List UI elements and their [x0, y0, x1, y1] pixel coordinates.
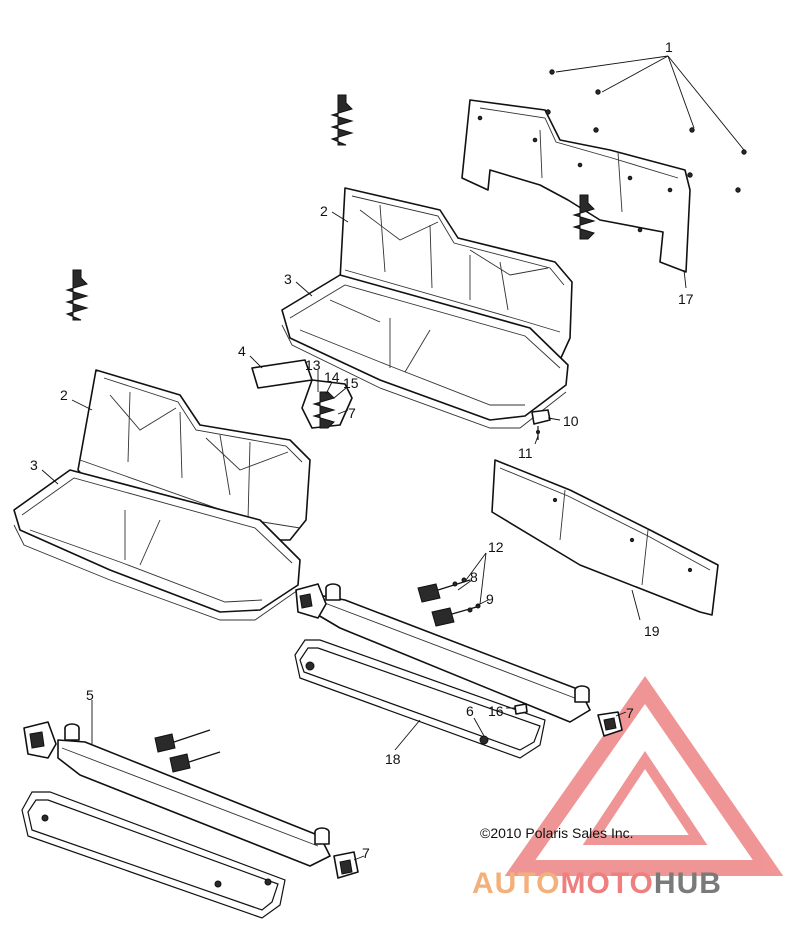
watermark-text: AUTOMOTOHUB: [472, 867, 722, 900]
upper-seat-cushion-3: [281, 274, 569, 429]
callout-9: 9: [486, 591, 494, 607]
watermark-hub: HUB: [654, 867, 722, 900]
callout-10: 10: [563, 413, 579, 429]
callout-15: 15: [343, 375, 359, 391]
springs: [65, 94, 596, 429]
watermark-logo: [504, 676, 784, 876]
spring-rear: [572, 194, 596, 240]
callout-7-lower-latch: 7: [362, 845, 370, 861]
callout-14: 14: [324, 369, 340, 385]
callout-6: 6: [466, 703, 474, 719]
watermark-moto: MOTO: [560, 867, 653, 900]
spring-left: [65, 269, 89, 321]
spring-top: [330, 94, 354, 146]
bushing-16: [514, 703, 528, 715]
callout-5: 5: [86, 687, 94, 703]
callout-19: 19: [644, 623, 660, 639]
screws-1: [545, 69, 747, 193]
callout-11: 11: [518, 445, 533, 461]
back-panel-19: [491, 459, 719, 616]
leader-lines: [41, 55, 745, 861]
callout-13: 13: [305, 357, 321, 373]
callout-18: 18: [385, 751, 401, 767]
callout-16: 16: [488, 703, 504, 719]
pad-4: [251, 359, 313, 389]
spring-mid: [312, 391, 336, 429]
callout-4: 4: [238, 343, 246, 359]
lower-seat-cushion-3: [13, 469, 301, 621]
watermark-auto: AUTO: [472, 867, 560, 900]
callout-7-bracket: 7: [348, 405, 356, 421]
callout-7-right-latch: 7: [626, 705, 634, 721]
upper-seat-frame-18: [294, 583, 623, 759]
callout-12: 12: [488, 539, 504, 555]
seat-belt-buckles-12: [417, 577, 481, 627]
callout-3-upper: 3: [284, 271, 292, 287]
callout-2-lower: 2: [60, 387, 68, 403]
callout-1: 1: [665, 39, 673, 55]
callout-8: 8: [470, 569, 478, 585]
callout-labels: 1 2 3 2 3 4 5 6 7 7 7 8 9 10 11 12 13 14…: [30, 39, 694, 861]
rear-panel-17: [461, 99, 691, 273]
callout-17: 17: [678, 291, 694, 307]
copyright-text: ©2010 Polaris Sales Inc.: [480, 825, 634, 841]
callout-2-upper: 2: [320, 203, 328, 219]
lower-seat-frame-5: [21, 721, 359, 919]
callout-3-lower: 3: [30, 457, 38, 473]
clip-10-11: [531, 409, 551, 440]
